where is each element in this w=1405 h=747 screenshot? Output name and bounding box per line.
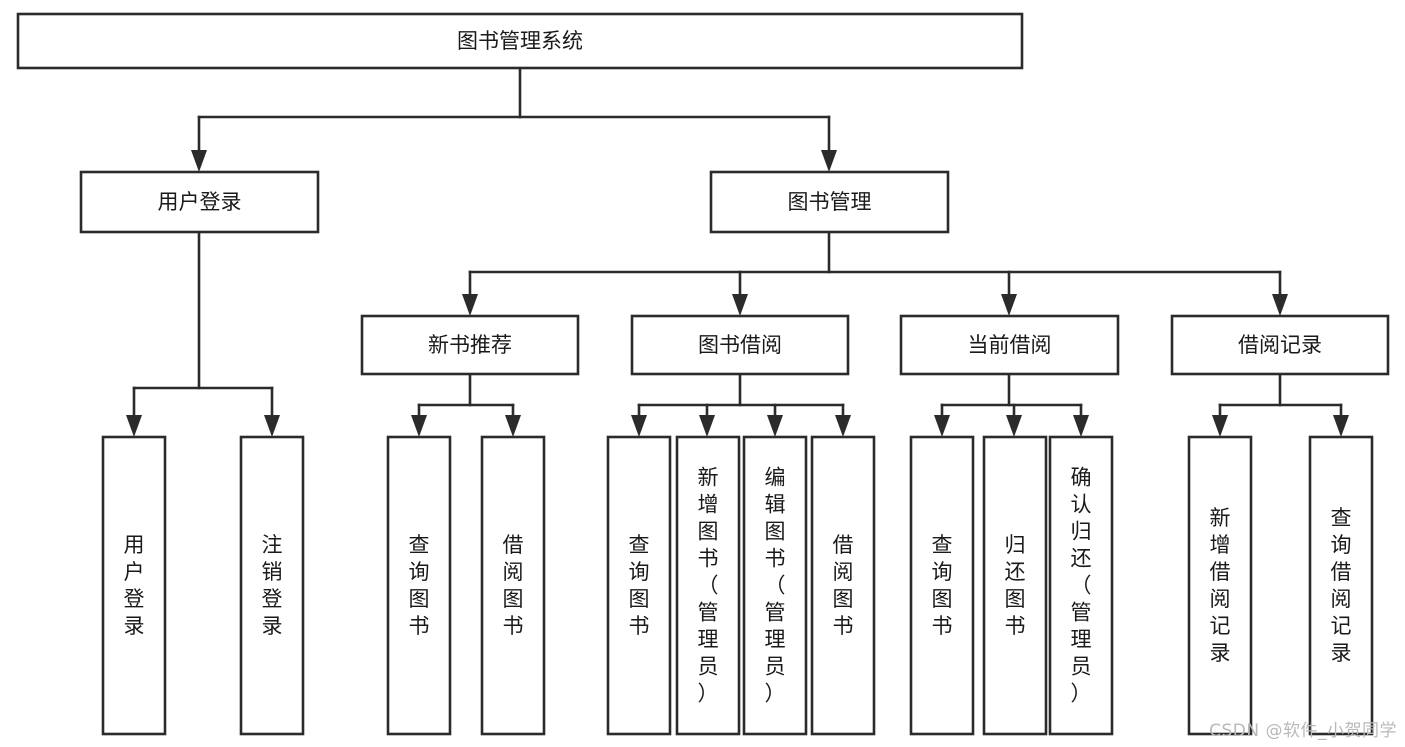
node-current-borrow-label: 当前借阅 [968, 333, 1052, 357]
node-leaf-edit-book-box[interactable] [742, 435, 808, 736]
node-leaf-edit-book[interactable]: 编辑图书（管理员） [742, 435, 808, 736]
node-new-book-rec[interactable]: 新书推荐 [360, 314, 580, 376]
book-borrow-leaf-arrow-0-head [631, 415, 647, 437]
node-leaf-borrow-book-1-label: 借阅图书 [503, 533, 524, 638]
node-leaf-add-book[interactable]: 新增图书（管理员） [675, 435, 741, 736]
node-leaf-logout-login-box[interactable] [239, 435, 305, 736]
node-leaf-borrow-book-2-box[interactable] [810, 435, 876, 736]
node-leaf-query-book-1-box[interactable] [386, 435, 452, 736]
node-leaf-query-record-label: 查询借阅记录 [1331, 506, 1352, 665]
node-leaf-query-book-2[interactable]: 查询图书 [606, 435, 672, 736]
node-layer: 图书管理系统用户登录图书管理新书推荐图书借阅当前借阅借阅记录用户登录注销登录查询… [16, 12, 1390, 736]
node-leaf-return-book[interactable]: 归还图书 [982, 435, 1048, 736]
node-leaf-logout-login[interactable]: 注销登录 [239, 435, 305, 736]
node-book-manage-label: 图书管理 [788, 190, 872, 214]
node-leaf-confirm-return[interactable]: 确认归还（管理员） [1048, 435, 1114, 736]
node-new-book-rec-label: 新书推荐 [428, 333, 512, 357]
node-root[interactable]: 图书管理系统 [16, 12, 1024, 70]
node-current-borrow-box[interactable] [899, 314, 1120, 376]
watermark-label: CSDN @软件_小贺同学 [1209, 721, 1397, 741]
node-book-manage-box[interactable] [709, 170, 950, 234]
level3-arrow-3-head [1272, 294, 1288, 316]
new-book-rec-leaf-arrow-1-head [505, 415, 521, 437]
node-leaf-return-book-label: 归还图书 [1005, 533, 1026, 638]
node-book-borrow-label: 图书借阅 [698, 333, 782, 357]
node-leaf-query-record[interactable]: 查询借阅记录 [1308, 435, 1374, 736]
node-leaf-confirm-return-box[interactable] [1048, 435, 1114, 736]
node-leaf-add-book-label: 新增图书（管理员） [698, 466, 719, 706]
node-leaf-add-record-label: 新增借阅记录 [1210, 506, 1231, 665]
node-leaf-return-book-box[interactable] [982, 435, 1048, 736]
user-login-leaf-arrow-1-head [264, 415, 280, 437]
node-borrow-record[interactable]: 借阅记录 [1170, 314, 1390, 376]
level2-arrow-0-head [191, 150, 207, 172]
user-login-leaf-arrow-0-head [126, 415, 142, 437]
node-leaf-user-login-box[interactable] [101, 435, 167, 736]
level3-arrow-0-head [462, 294, 478, 316]
node-leaf-user-login[interactable]: 用户登录 [101, 435, 167, 736]
node-book-manage[interactable]: 图书管理 [709, 170, 950, 234]
node-borrow-record-box[interactable] [1170, 314, 1390, 376]
node-leaf-borrow-book-1[interactable]: 借阅图书 [480, 435, 546, 736]
node-borrow-record-label: 借阅记录 [1238, 333, 1322, 357]
node-leaf-logout-login-label: 注销登录 [262, 533, 283, 638]
book-borrow-leaf-arrow-1-head [699, 415, 715, 437]
node-leaf-user-login-label: 用户登录 [124, 533, 145, 638]
node-root-label: 图书管理系统 [457, 29, 583, 53]
current-borrow-leaf-arrow-2-head [1073, 415, 1089, 437]
current-borrow-leaf-arrow-1-head [1006, 415, 1022, 437]
node-book-borrow-box[interactable] [630, 314, 850, 376]
current-borrow-leaf-arrow-0-head [934, 415, 950, 437]
level3-arrow-1-head [732, 294, 748, 316]
book-borrow-leaf-arrow-3-head [835, 415, 851, 437]
node-leaf-edit-book-label: 编辑图书（管理员） [765, 466, 786, 706]
book-borrow-leaf-arrow-2-head [767, 415, 783, 437]
borrow-record-leaf-arrow-1-head [1333, 415, 1349, 437]
node-root-box[interactable] [16, 12, 1024, 70]
node-leaf-query-book-2-box[interactable] [606, 435, 672, 736]
node-user-login-box[interactable] [79, 170, 320, 234]
node-user-login[interactable]: 用户登录 [79, 170, 320, 234]
node-leaf-add-record[interactable]: 新增借阅记录 [1187, 435, 1253, 736]
node-user-login-label: 用户登录 [158, 190, 242, 214]
node-leaf-borrow-book-1-box[interactable] [480, 435, 546, 736]
node-leaf-borrow-book-2[interactable]: 借阅图书 [810, 435, 876, 736]
node-leaf-query-book-1[interactable]: 查询图书 [386, 435, 452, 736]
node-leaf-query-book-3-box[interactable] [909, 435, 975, 736]
level2-arrow-1-head [821, 150, 837, 172]
level3-arrow-2-head [1001, 294, 1017, 316]
node-leaf-query-book-3[interactable]: 查询图书 [909, 435, 975, 736]
node-leaf-query-record-box[interactable] [1308, 435, 1374, 736]
node-leaf-query-book-1-label: 查询图书 [409, 533, 430, 638]
connector-layer [126, 66, 1349, 437]
node-leaf-query-book-3-label: 查询图书 [932, 533, 953, 638]
node-leaf-add-record-box[interactable] [1187, 435, 1253, 736]
node-leaf-query-book-2-label: 查询图书 [629, 533, 650, 638]
node-new-book-rec-box[interactable] [360, 314, 580, 376]
node-leaf-borrow-book-2-label: 借阅图书 [833, 533, 854, 638]
new-book-rec-leaf-arrow-0-head [411, 415, 427, 437]
node-leaf-add-book-box[interactable] [675, 435, 741, 736]
node-book-borrow[interactable]: 图书借阅 [630, 314, 850, 376]
borrow-record-leaf-arrow-0-head [1212, 415, 1228, 437]
node-current-borrow[interactable]: 当前借阅 [899, 314, 1120, 376]
node-leaf-confirm-return-label: 确认归还（管理员） [1071, 466, 1092, 706]
